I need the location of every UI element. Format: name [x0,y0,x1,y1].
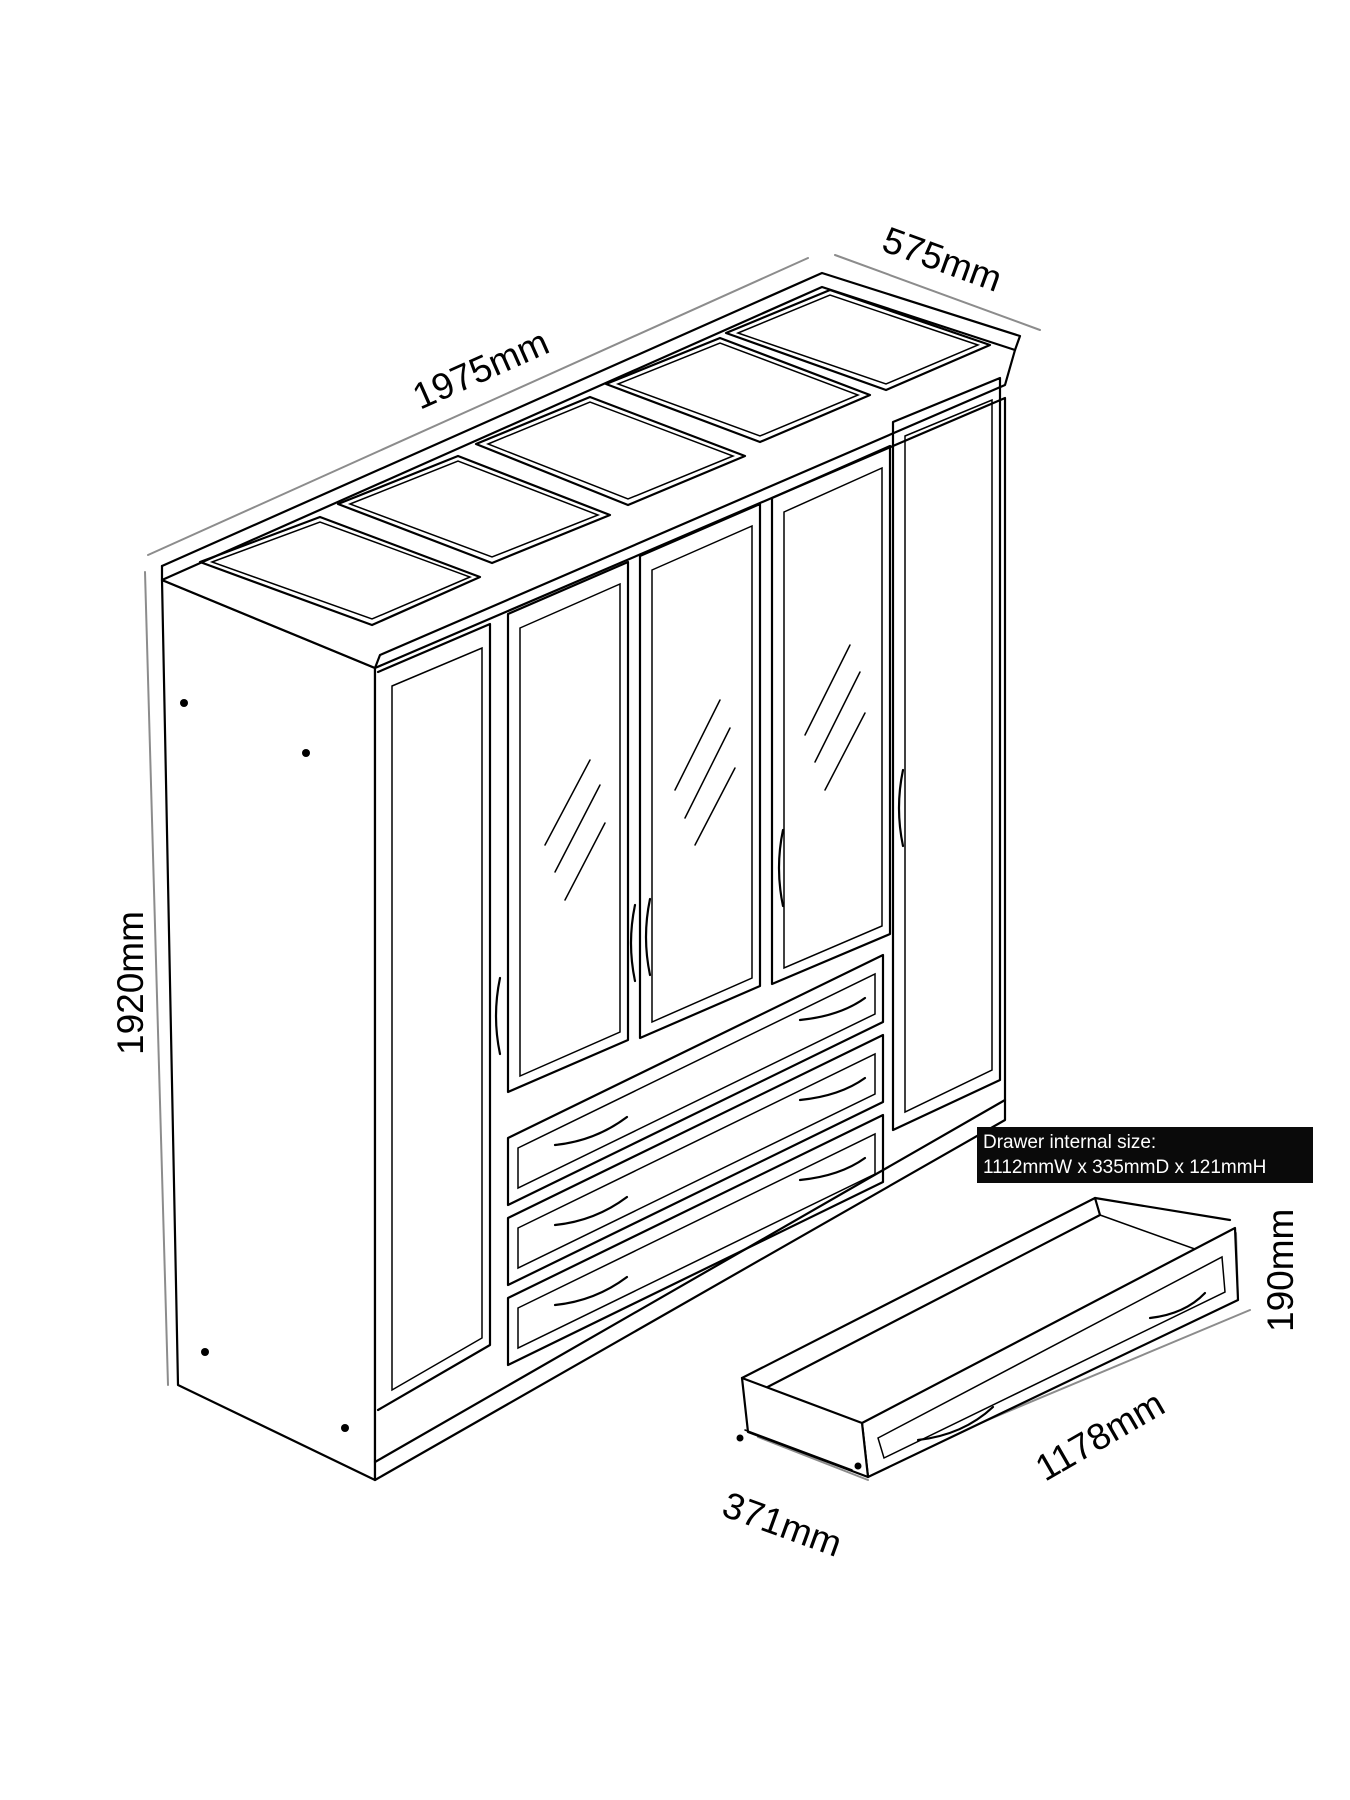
drawer-internal-size-note: Drawer internal size: 1112mmW x 335mmD x… [977,1127,1313,1183]
drawer-height-label: 190mm [1260,1209,1301,1332]
wardrobe [160,271,1022,1482]
height-label: 1920mm [110,911,151,1055]
door-handles [494,768,905,1056]
side-panel-dots [180,699,349,1432]
wardrobe-drawers [506,953,885,1367]
note-line-2: 1112mmW x 335mmD x 121mmH [983,1157,1267,1178]
drawer-width-label: 1178mm [1029,1383,1172,1489]
mirror-reflections [544,644,866,901]
depth-label: 575mm [877,219,1007,300]
top-panels [198,288,992,627]
drawer-depth-label: 371mm [717,1484,847,1565]
doors [376,376,1002,1412]
note-line-1: Drawer internal size: [983,1132,1157,1153]
detached-drawer [736,1196,1240,1479]
width-label: 1975mm [407,321,555,417]
